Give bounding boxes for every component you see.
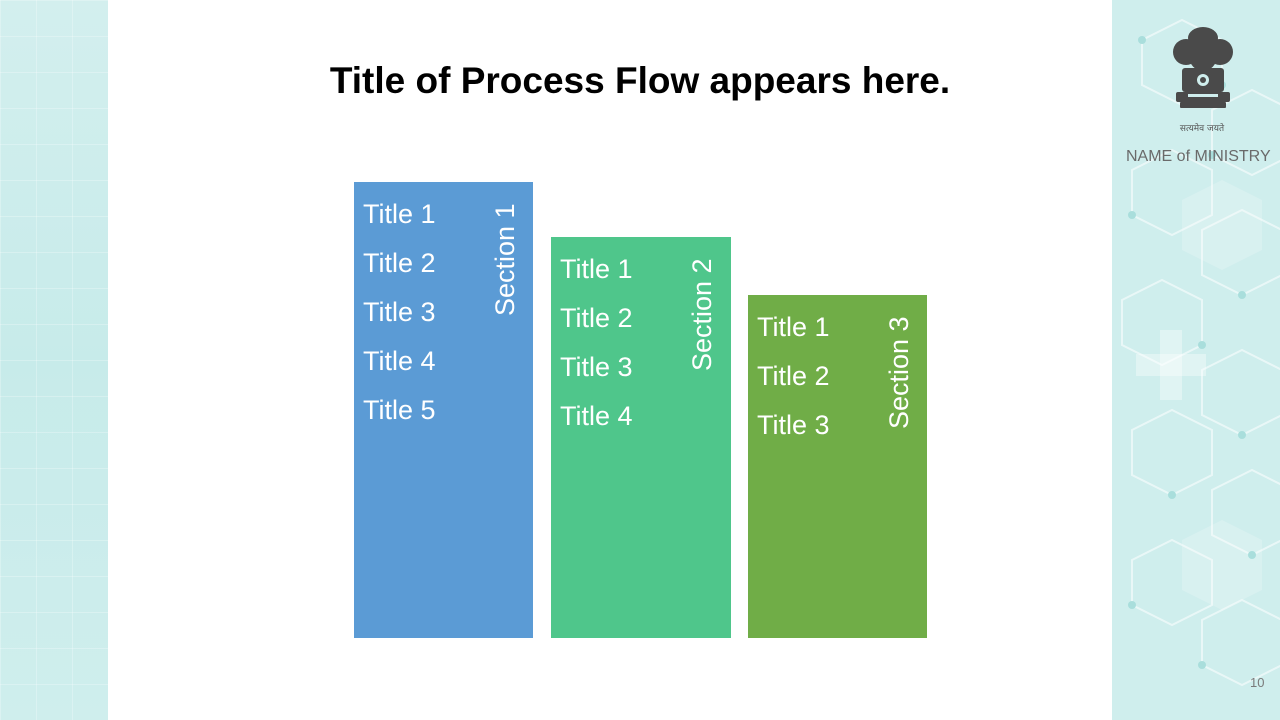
section-2-item: Title 3 [560,352,633,382]
section-1-item: Title 3 [363,297,436,327]
hexagon-pattern [1121,18,1280,687]
national-emblem-icon [1173,27,1233,108]
section-2-label: Section 2 [687,258,717,371]
page-number: 10 [1250,675,1265,690]
section-2-box: Title 1 Title 2 Title 3 Title 4 Section … [551,237,731,638]
right-decorative-panel [1112,0,1280,720]
section-3-item: Title 2 [757,361,830,391]
section-2-item: Title 2 [560,303,633,333]
section-2-items: Title 1 Title 2 Title 3 Title 4 [560,245,633,441]
emblem-motto: सत्यमेव जयते [1179,124,1225,134]
section-1-label: Section 1 [490,203,520,316]
section-3-box: Title 1 Title 2 Title 3 Section 3 [748,295,927,638]
section-1-item: Title 2 [363,248,436,278]
left-decorative-strip [0,0,108,720]
slide-title: Title of Process Flow appears here. [329,60,951,101]
section-3-label: Section 3 [884,316,914,429]
section-2-item: Title 1 [560,254,633,284]
section-1-item: Title 4 [363,346,436,376]
section-2-item: Title 4 [560,401,633,431]
section-3-item: Title 3 [757,410,830,440]
ministry-name: NAME of MINISTRY [1126,148,1271,165]
section-1-items: Title 1 Title 2 Title 3 Title 4 Title 5 [363,190,436,435]
section-1-box: Title 1 Title 2 Title 3 Title 4 Title 5 … [354,182,533,638]
section-3-items: Title 1 Title 2 Title 3 [757,303,830,450]
section-1-item: Title 5 [363,395,436,425]
section-3-item: Title 1 [757,312,830,342]
section-1-item: Title 1 [363,199,436,229]
